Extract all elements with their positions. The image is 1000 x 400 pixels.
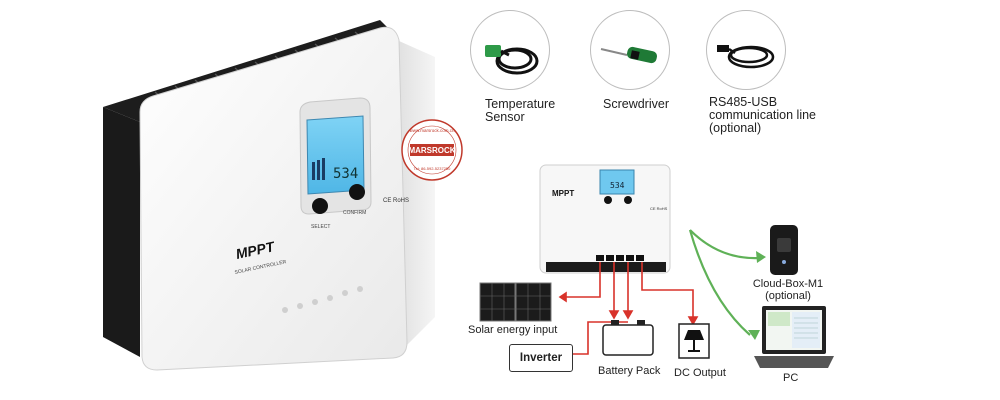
dc-lamp-icon: [678, 323, 710, 359]
svg-text:Tel: 86-592-5237250: Tel: 86-592-5237250: [414, 166, 451, 171]
svg-text:MARSROCK: MARSROCK: [408, 146, 455, 155]
accessory-temperature-sensor: [470, 10, 550, 90]
cloud-box-icon: [770, 225, 798, 275]
confirm-button[interactable]: [349, 184, 365, 200]
accessory-label-temperature: Temperature Sensor: [485, 97, 556, 124]
accessory-screwdriver: [590, 10, 670, 90]
pc-label: PC: [783, 372, 799, 384]
wiring-diagram: 534 MPPT CE RoHS: [479, 164, 834, 368]
solar-controller-image: 534 SELECT CONFIRM CE RoHS MPPT SOLAR CO…: [103, 20, 435, 371]
svg-text:SELECT: SELECT: [311, 224, 330, 230]
screwdriver-icon: [600, 46, 657, 64]
laptop-icon: [754, 306, 834, 368]
svg-text:CE RoHS: CE RoHS: [650, 206, 668, 211]
solar-panel-icon: [479, 282, 552, 322]
inverter-box: Inverter: [509, 344, 573, 372]
battery-icon: [602, 320, 654, 356]
lcd-screen: [306, 115, 365, 195]
marsrock-seal: MARSROCK www.marsrock.com.cn Tel: 86-592…: [401, 119, 463, 181]
accessory-label-screwdriver: Screwdriver: [603, 97, 669, 111]
svg-text:www.marsrock.com.cn: www.marsrock.com.cn: [409, 128, 455, 133]
svg-text:CE RoHS: CE RoHS: [383, 198, 409, 204]
temperature-sensor-icon: [485, 45, 539, 75]
svg-text:534: 534: [333, 166, 358, 182]
dc-output-label: DC Output: [674, 367, 726, 379]
svg-text:534: 534: [610, 181, 625, 190]
cloud-box-label: Cloud-Box-M1 (optional): [752, 278, 824, 302]
svg-text:CONFIRM: CONFIRM: [343, 210, 366, 216]
inverter-label: Inverter: [519, 352, 563, 364]
battery-label: Battery Pack: [598, 365, 661, 377]
accessory-label-usb: RS485-USB communication line (optional): [709, 95, 816, 135]
select-button[interactable]: [312, 198, 328, 214]
usb-cable-icon: [717, 45, 775, 69]
small-controller: 534 MPPT CE RoHS: [539, 164, 671, 274]
accessory-usb-cable: [706, 10, 786, 90]
solar-label: Solar energy input: [468, 324, 558, 336]
svg-text:MPPT: MPPT: [552, 189, 574, 198]
